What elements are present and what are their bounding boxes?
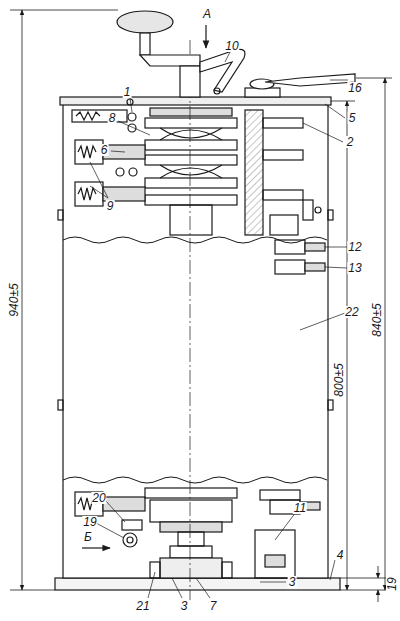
dimension-text: 800±5 — [333, 362, 345, 397]
handle-knob — [117, 11, 173, 33]
dimension-text: 19 — [386, 576, 398, 591]
callout-number: 16 — [347, 82, 362, 94]
dimension-text: 840±5 — [371, 302, 383, 337]
callout-number: 20 — [91, 492, 106, 504]
callout-number: 22 — [344, 306, 359, 318]
callout-number: 1 — [123, 86, 132, 98]
callout-number: 12 — [347, 241, 362, 253]
lever — [200, 49, 245, 92]
callout-number: 3 — [180, 600, 189, 612]
dimension-text: 940±5 — [8, 282, 20, 317]
callout-number: Б — [83, 531, 93, 543]
callout-number: 7 — [209, 600, 218, 612]
callout-number: 10 — [224, 40, 239, 52]
callout-number: 19 — [82, 516, 97, 528]
callout-number: 6 — [100, 144, 109, 156]
callout-number: 11 — [293, 502, 307, 514]
callout-number: 8 — [108, 112, 117, 124]
callout-number: A — [202, 8, 212, 20]
callout-number: 4 — [336, 549, 345, 561]
callout-number: 9 — [106, 200, 115, 212]
callout-number: 2 — [346, 136, 355, 148]
callout-number: 5 — [348, 112, 357, 124]
callout-number: 3 — [288, 576, 297, 588]
callout-number: 21 — [135, 600, 150, 612]
top-cover — [60, 97, 331, 105]
callout-number: 13 — [347, 262, 362, 274]
lock-handle — [265, 74, 355, 86]
housing — [63, 103, 328, 578]
